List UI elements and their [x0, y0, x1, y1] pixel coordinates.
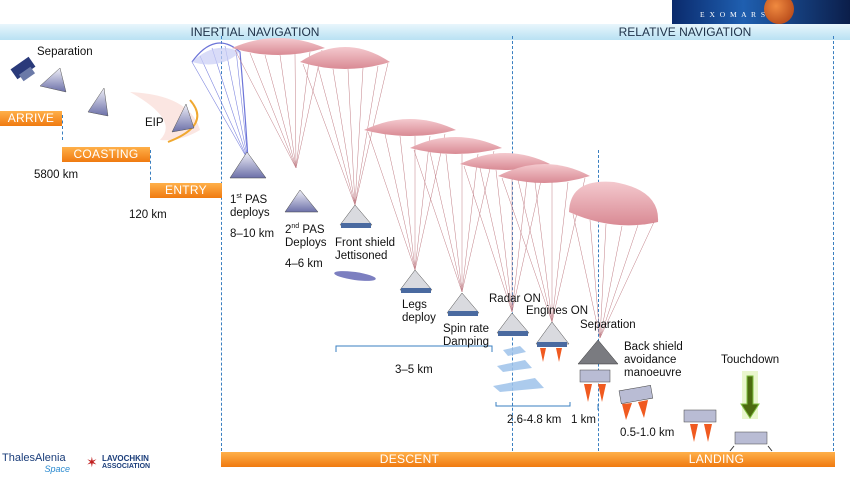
- main-parachute-4-icon: [410, 137, 502, 293]
- label-radar-on: Radar ON: [489, 293, 541, 305]
- legs-line1: Legs: [402, 299, 427, 311]
- nav-band: [0, 24, 850, 40]
- lander-engines-on-icon: [535, 321, 570, 362]
- divider-end: [833, 36, 834, 456]
- label-second-pas: 2nd PAS Deploys: [285, 220, 327, 250]
- back-shield-line2: avoidance: [624, 354, 677, 366]
- main-parachute-1-icon: [232, 38, 325, 169]
- lander-powered-descent-1-icon: [579, 369, 611, 402]
- first-pas-line2: deploys: [230, 206, 270, 219]
- label-pas2-altitude: 4–6 km: [285, 258, 323, 270]
- label-separation-mid: Separation: [580, 319, 636, 331]
- lander-front-shield-icon: [339, 204, 373, 228]
- exomars-logo: E X O M A R S: [672, 0, 850, 24]
- entry-capsule-eip-icon: [171, 103, 195, 133]
- main-parachute-6-icon: [498, 164, 590, 323]
- touchdown-arrow-icon: [740, 371, 760, 419]
- entry-capsule-coasting-icon: [87, 87, 109, 117]
- backshell-separation-icon: [577, 339, 619, 365]
- lavochkin-logo-line2: ASSOCIATION: [102, 463, 151, 470]
- mars-disc-icon: [764, 0, 794, 24]
- second-pas-ordinal: nd: [291, 223, 300, 230]
- back-shield-line3: manoeuvre: [624, 367, 682, 379]
- label-engines-on: Engines ON: [526, 305, 589, 317]
- label-legs-deploy: Legs deploy: [402, 299, 436, 325]
- phase-arrive: ARRIVE: [0, 111, 62, 126]
- main-parachute-3-icon: [364, 119, 456, 271]
- lander-touchdown-icon: [729, 431, 773, 452]
- front-shield-line1: Front shield: [335, 237, 396, 249]
- spin-line1: Spin rate: [443, 323, 490, 335]
- lavochkin-logo-line1: LAVOCHKIN: [102, 454, 149, 463]
- inertial-navigation-label: INERTIAL NAVIGATION: [190, 25, 320, 39]
- second-pas-text: PAS: [299, 223, 325, 236]
- first-pas-number: 1: [230, 193, 237, 206]
- label-spin-rate: Spin rate Damping: [443, 323, 489, 349]
- second-pas-number: 2: [285, 223, 292, 236]
- front-shield-line2: Jettisoned: [335, 250, 388, 262]
- second-pas-line2: Deploys: [285, 236, 327, 249]
- thales-logo-line1: ThalesAlenia: [2, 452, 66, 464]
- lander-legs-deploy-icon: [399, 269, 433, 293]
- label-first-pas: 1st PAS deploys: [230, 190, 270, 220]
- lavochkin-logo: ✶ LAVOCHKIN ASSOCIATION: [86, 452, 166, 474]
- label-backshield-altitude: 0.5-1.0 km: [620, 427, 675, 439]
- label-spin-range: 3–5 km: [395, 364, 433, 376]
- lander-powered-descent-2-icon: [618, 385, 654, 420]
- label-separation-altitude: 1 km: [571, 414, 596, 426]
- label-coast-distance: 5800 km: [34, 169, 79, 181]
- main-parachute-7-icon: [569, 181, 659, 339]
- label-front-shield: Front shield Jettisoned: [335, 237, 395, 263]
- first-pas-text: PAS: [241, 193, 268, 206]
- label-separation-top: Separation: [37, 46, 93, 58]
- phase-coasting: COASTING: [62, 147, 150, 162]
- phase-descent: DESCENT: [221, 452, 598, 467]
- lander-spin-damping-icon: [446, 292, 480, 316]
- entry-heat-arc: [167, 99, 199, 143]
- lavochkin-mark-icon: ✶: [86, 454, 98, 470]
- first-pas-ordinal: st: [236, 193, 242, 200]
- divider-entry: [150, 150, 151, 180]
- jettisoned-front-shield-icon: [334, 271, 376, 281]
- divider-inertial-start: [221, 36, 222, 456]
- legs-line2: deploy: [402, 312, 436, 324]
- lander-radar-on-icon: [496, 312, 530, 336]
- label-touchdown: Touchdown: [721, 354, 780, 366]
- radar-beam-icon: [493, 346, 544, 392]
- range-bracket-radar: [495, 402, 571, 407]
- main-parachute-2-icon: [300, 47, 390, 206]
- capsule-pas1-icon: [229, 151, 267, 179]
- label-entry-altitude: 120 km: [129, 209, 167, 221]
- range-bracket-spin: [335, 345, 493, 352]
- pilot-chute-icon: [191, 42, 249, 161]
- phase-entry: ENTRY: [150, 183, 222, 198]
- entry-capsule-arrive-icon: [39, 67, 67, 93]
- label-radar-range: 2.6-4.8 km: [507, 414, 562, 426]
- thales-logo-line2: Space: [44, 464, 70, 474]
- capsule-pas2-icon: [284, 189, 319, 213]
- back-shield-line1: Back shield: [624, 341, 683, 353]
- divider-landing-start: [598, 150, 599, 456]
- relative-navigation-label: RELATIVE NAVIGATION: [618, 25, 752, 39]
- lander-terminal-icon: [683, 409, 717, 442]
- spin-line2: Damping: [443, 336, 490, 348]
- label-pas1-altitude: 8–10 km: [230, 228, 275, 240]
- divider-relative-start: [512, 36, 513, 456]
- phase-landing: LANDING: [598, 452, 835, 467]
- carrier-spacecraft-icon: [10, 56, 36, 82]
- thales-alenia-logo: ThalesAlenia Space: [2, 452, 82, 476]
- label-back-shield: Back shield avoidance manoeuvre: [624, 341, 683, 380]
- exomars-logo-text: E X O M A R S: [700, 10, 767, 19]
- divider-coast: [62, 115, 63, 140]
- label-eip: EIP: [145, 117, 164, 129]
